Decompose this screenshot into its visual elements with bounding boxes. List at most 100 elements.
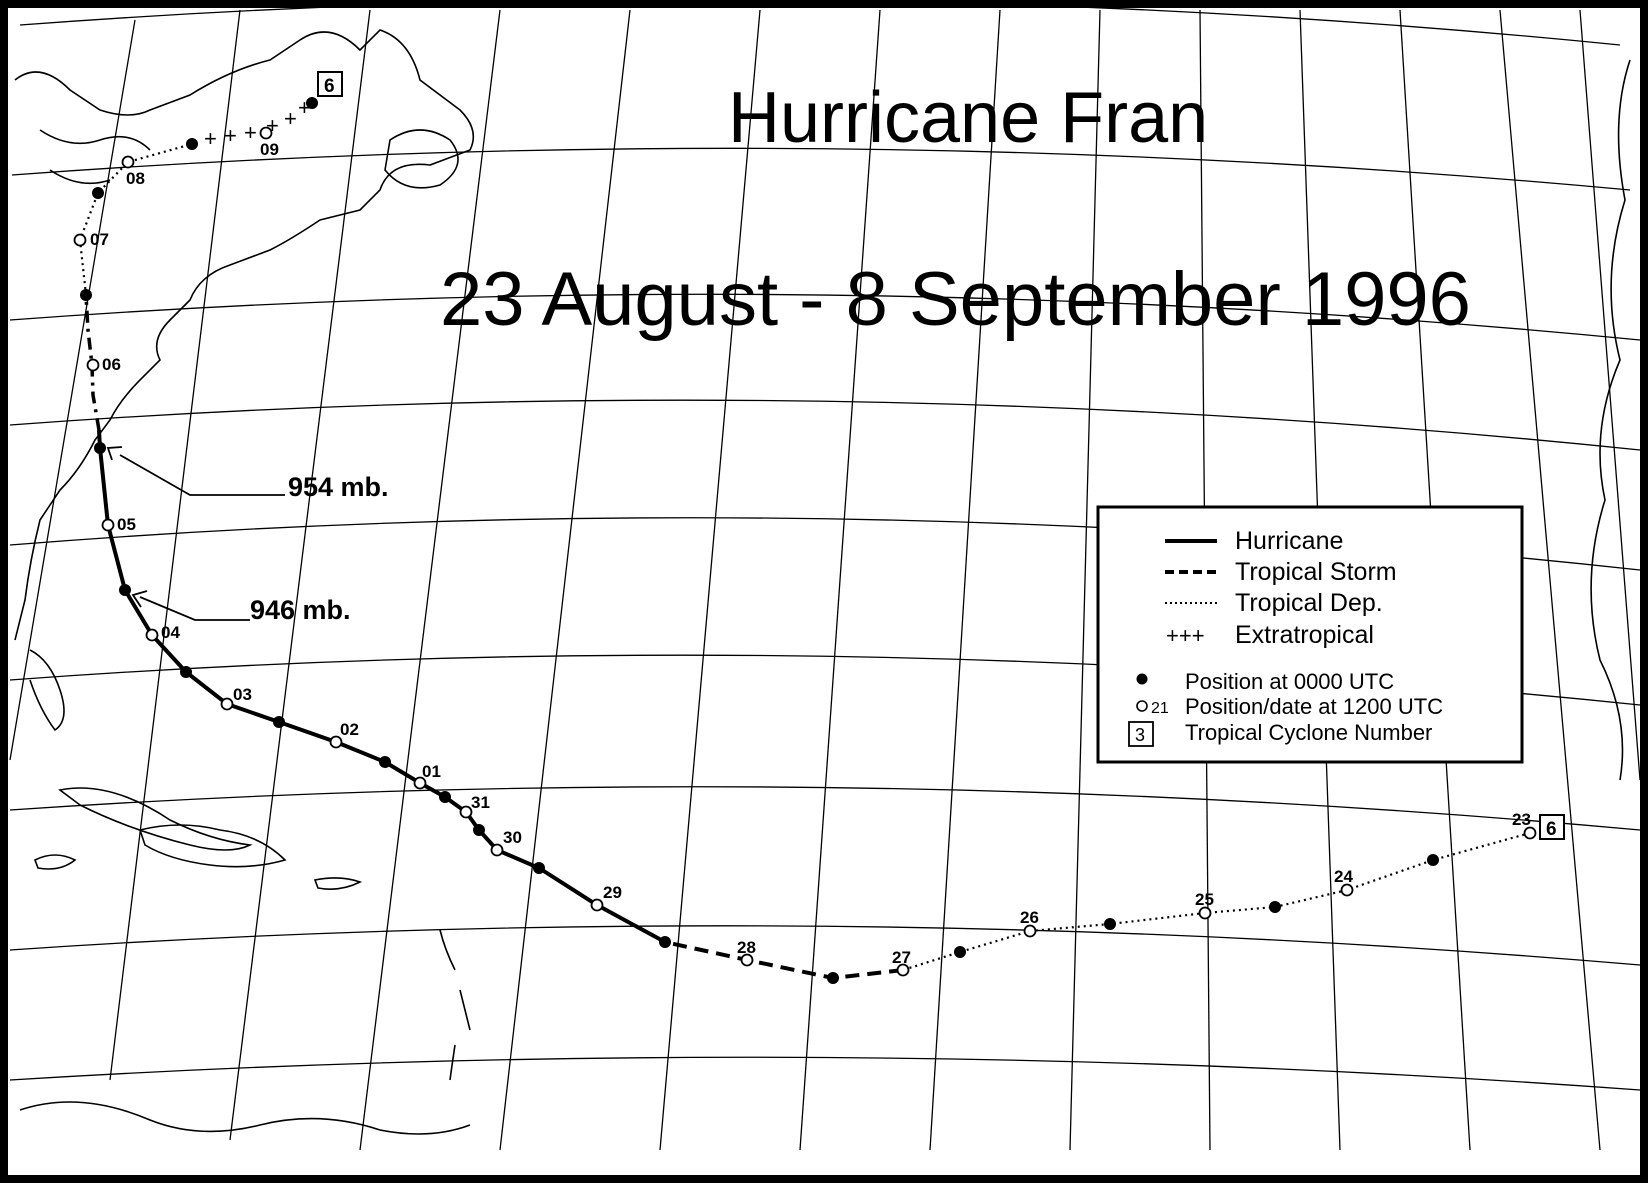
date-label: 04 (161, 623, 180, 642)
legend-cyclone-number-label: Tropical Cyclone Number (1185, 720, 1432, 745)
position-1200-marker (459, 805, 473, 819)
legend-cyclone-number-swatch (1128, 721, 1154, 747)
position-0000-marker (180, 666, 192, 678)
pressure-label: 954 mb. (288, 472, 389, 502)
legend-box (1096, 505, 1524, 764)
cyclone-number-box-end: 6 (317, 71, 343, 97)
position-0000-marker (1269, 901, 1281, 913)
position-1200-marker (490, 843, 504, 857)
position-1200-marker (590, 898, 604, 912)
extratropical-mark: + (224, 123, 237, 148)
florida-coast (29, 649, 65, 732)
date-label: 26 (1020, 908, 1039, 927)
position-1200-marker (86, 358, 100, 372)
positions-0000-utc (80, 97, 1439, 984)
position-1200-marker (73, 233, 87, 247)
jamaica-coast (33, 854, 77, 870)
position-0000-marker (827, 972, 839, 984)
position-0000-marker (92, 187, 104, 199)
legend-tropical-storm-label: Tropical Storm (1235, 558, 1397, 586)
newfoundland-coast (384, 129, 459, 189)
position-1200-marker (896, 963, 910, 977)
position-1200-marker (101, 518, 115, 532)
date-label: 02 (340, 720, 359, 739)
positions-1200-utc (73, 126, 1537, 977)
position-0000-marker (1427, 854, 1439, 866)
africa-coast (1590, 59, 1631, 781)
date-label: 24 (1334, 867, 1353, 886)
legend-position-0000-label: Position at 0000 UTC (1185, 669, 1394, 694)
position-1200-marker (740, 953, 754, 967)
legend-position-1200-sample: 21 (1151, 700, 1169, 717)
position-1200-marker (329, 735, 343, 749)
position-0000-marker (439, 791, 451, 803)
extratropical-mark: + (204, 126, 217, 151)
south-america-coast (19, 1101, 471, 1135)
position-0000-marker (659, 936, 671, 948)
date-label: 05 (117, 515, 136, 534)
legend-position-0000-swatch (1136, 673, 1148, 685)
extratropical-marks: + + + + + + (204, 95, 311, 151)
date-label: 31 (471, 793, 490, 812)
position-1200-marker (259, 126, 273, 140)
cyclone-number: 6 (324, 76, 335, 97)
position-1200-marker (1523, 826, 1537, 840)
position-0000-marker (1104, 918, 1116, 930)
legend-position-1200-label: Position/date at 1200 UTC (1185, 694, 1443, 719)
position-1200-marker (1023, 924, 1037, 938)
date-labels: 23 24 25 26 27 28 29 30 31 01 02 03 04 0… (90, 140, 1531, 967)
map-subtitle: 23 August - 8 September 1996 (440, 257, 1471, 342)
legend: Hurricane Tropical Storm Tropical Dep. +… (1096, 505, 1524, 764)
date-label: 28 (737, 938, 756, 957)
date-label: 08 (126, 169, 145, 188)
position-1200-marker (121, 155, 135, 169)
legend-extratropical-label: Extratropical (1235, 621, 1374, 649)
cyclone-number-box-start: 6 (1539, 814, 1565, 840)
date-label: 23 (1512, 810, 1531, 829)
position-0000-marker (186, 138, 198, 150)
legend-extratropical-swatch: +++ (1166, 623, 1205, 648)
date-label: 01 (422, 762, 441, 781)
legend-hurricane-label: Hurricane (1235, 527, 1343, 555)
great-lakes (39, 129, 151, 185)
date-label: 27 (892, 948, 911, 967)
track-hurricane (97, 429, 666, 944)
position-1200-marker (1340, 883, 1354, 897)
date-label: 30 (503, 828, 522, 847)
date-label: 25 (1195, 890, 1214, 909)
position-0000-marker (473, 824, 485, 836)
position-1200-marker (1198, 906, 1212, 920)
lesser-antilles (439, 929, 471, 1081)
position-0000-marker (533, 862, 545, 874)
legend-tropical-dep-label: Tropical Dep. (1235, 589, 1383, 617)
position-0000-marker (119, 584, 131, 596)
position-0000-marker (954, 946, 966, 958)
track-tropical-dep-north (78, 142, 193, 296)
position-0000-marker (306, 97, 318, 109)
track-tropical-storm (664, 940, 904, 981)
puerto-rico-coast (313, 877, 363, 890)
position-0000-marker (273, 716, 285, 728)
position-1200-marker (413, 776, 427, 790)
position-0000-marker (379, 756, 391, 768)
position-1200-marker (145, 628, 159, 642)
date-label: 06 (102, 355, 121, 374)
legend-cyclone-number-sample: 3 (1135, 725, 1145, 745)
date-label: 29 (603, 883, 622, 902)
legend-position-1200-swatch (1136, 700, 1148, 712)
hispaniola-coast (138, 824, 287, 868)
date-label: 03 (233, 685, 252, 704)
north-america-coast (14, 29, 475, 641)
map-title: Hurricane Fran (728, 78, 1208, 158)
cyclone-number: 6 (1546, 819, 1557, 840)
date-label: 09 (260, 140, 279, 159)
coastlines (14, 29, 1631, 1135)
pressure-annotation-946 (131, 590, 250, 621)
pressure-annotation-954 (106, 446, 285, 496)
position-0000-marker (94, 442, 106, 454)
extratropical-mark: + (244, 120, 257, 145)
pressure-label: 946 mb. (250, 595, 351, 625)
position-0000-marker (80, 289, 92, 301)
date-label: 07 (90, 230, 109, 249)
